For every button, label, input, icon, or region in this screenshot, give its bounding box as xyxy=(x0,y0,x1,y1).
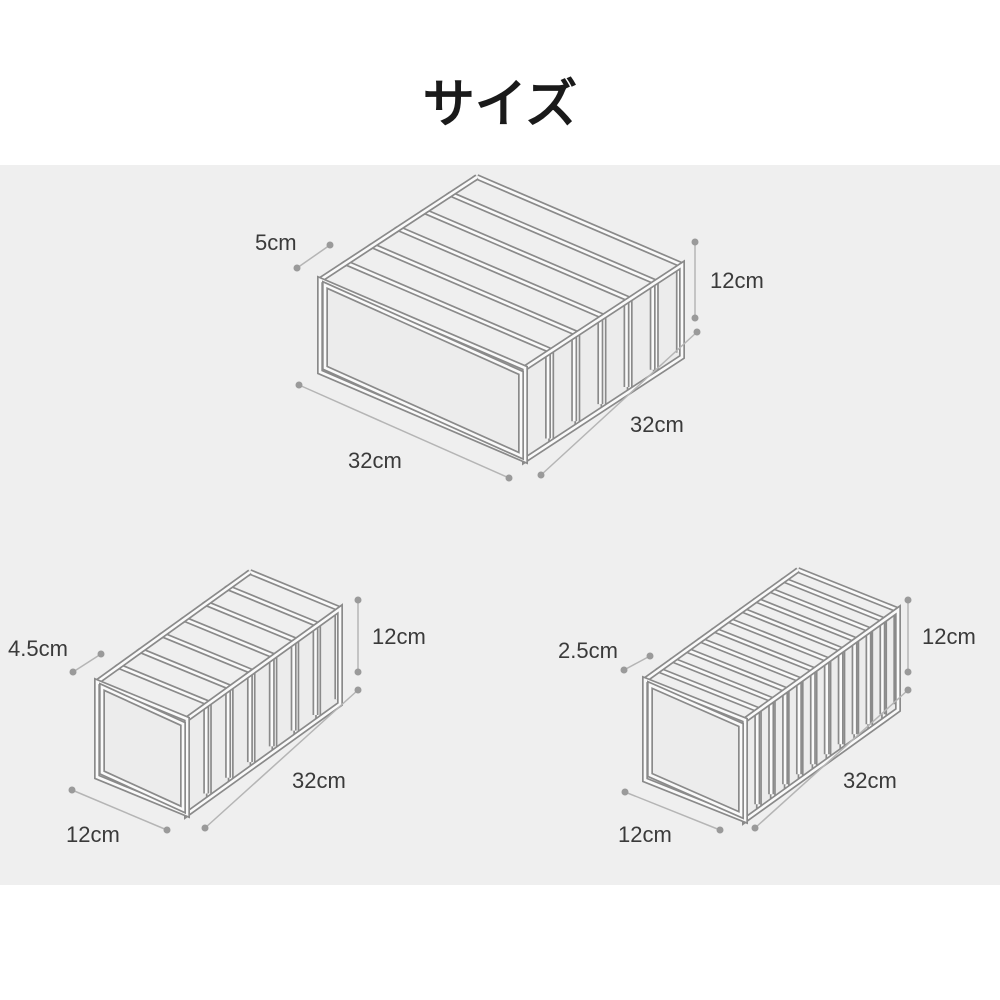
partition-top-edge xyxy=(227,586,319,626)
label-depth-narrow: 32cm xyxy=(843,768,897,793)
dim-width-medium xyxy=(71,789,168,831)
label-width-medium: 12cm xyxy=(66,822,120,847)
partition-top-edge xyxy=(783,578,885,622)
dim-compartment-medium-endpoint xyxy=(97,650,105,658)
label-compartment-width-medium: 4.5cm xyxy=(8,636,68,661)
partition-top-edge xyxy=(476,175,683,267)
front-outline xyxy=(95,680,189,816)
dim-height-large-endpoint xyxy=(691,314,699,322)
partition-top-edge xyxy=(450,192,657,284)
partition-top-edge xyxy=(741,608,843,652)
dim-compartment-medium xyxy=(72,653,102,673)
dim-depth-medium-endpoint xyxy=(354,686,362,694)
front-outline xyxy=(318,278,527,462)
partition-top-edge xyxy=(397,227,605,318)
dim-compartment-narrow-endpoint xyxy=(646,652,654,660)
partition-top-edge xyxy=(140,649,232,689)
dim-compartment-large xyxy=(296,244,331,269)
dim-depth-large-endpoint xyxy=(693,328,701,336)
dim-depth-large xyxy=(540,331,698,476)
label-depth-large: 32cm xyxy=(630,412,684,437)
partition-top-edge xyxy=(727,618,829,662)
front-inner-outline xyxy=(648,683,743,817)
partition-top-edge xyxy=(672,658,774,702)
dim-depth-medium xyxy=(204,689,359,829)
dim-width-narrow-endpoint xyxy=(621,788,629,796)
dim-depth-medium-endpoint xyxy=(201,824,209,832)
partition-top-edge xyxy=(658,668,760,712)
page-title: サイズ xyxy=(422,75,578,135)
dim-depth-narrow-endpoint xyxy=(904,686,912,694)
dim-width-large-endpoint xyxy=(295,381,303,389)
dim-compartment-narrow xyxy=(623,655,651,671)
dim-height-large-endpoint xyxy=(691,238,699,246)
dim-depth-narrow-endpoint xyxy=(751,824,759,832)
label-height-narrow: 12cm xyxy=(922,624,976,649)
dimension-lines xyxy=(68,238,912,834)
dim-compartment-large-endpoint xyxy=(293,264,301,272)
dim-width-medium-endpoint xyxy=(68,786,76,794)
label-width-large: 32cm xyxy=(348,448,402,473)
partition-top-edge xyxy=(205,602,297,642)
label-compartment-width-narrow: 2.5cm xyxy=(558,638,618,663)
organizer-narrow xyxy=(642,567,901,826)
organizer-large xyxy=(317,174,685,466)
partition-top-edge xyxy=(249,570,341,611)
dim-width-narrow xyxy=(624,791,721,831)
dim-compartment-medium-endpoint xyxy=(69,668,77,676)
partition-top-edge xyxy=(345,261,552,353)
front-outline xyxy=(643,678,747,822)
dim-height-narrow-endpoint xyxy=(904,668,912,676)
dim-depth-large-endpoint xyxy=(537,471,545,479)
partition-top-edge xyxy=(714,628,816,672)
front-inner-outline xyxy=(100,684,185,812)
dim-depth-narrow xyxy=(754,689,909,829)
partition-top-edge xyxy=(424,210,631,301)
dim-compartment-narrow-endpoint xyxy=(620,666,628,674)
left-top-edge xyxy=(319,175,478,282)
dim-width-medium-endpoint xyxy=(163,826,171,834)
dim-height-medium-endpoint xyxy=(354,668,362,676)
front-inner-outline xyxy=(323,282,523,458)
dim-height-medium-endpoint xyxy=(354,596,362,604)
left-top-edge xyxy=(96,570,251,684)
partition-top-edge xyxy=(755,598,857,642)
partition-top-edge xyxy=(797,568,899,612)
label-height-large: 12cm xyxy=(710,268,764,293)
front-face xyxy=(320,280,525,460)
label-depth-medium: 32cm xyxy=(292,768,346,793)
partition-top-edge xyxy=(162,633,254,674)
partition-top-edge xyxy=(769,588,871,632)
dim-width-narrow-endpoint xyxy=(716,826,724,834)
label-width-narrow: 12cm xyxy=(618,822,672,847)
dim-width-large xyxy=(298,384,510,479)
partition-top-edge xyxy=(686,648,788,692)
partition-top-edge xyxy=(118,665,210,705)
partition-top-edge xyxy=(183,617,275,658)
partition-top-edge xyxy=(700,638,802,682)
label-compartment-width-large: 5cm xyxy=(255,230,297,255)
partition-top-edge xyxy=(371,244,578,335)
dim-compartment-large-endpoint xyxy=(326,241,334,249)
dim-height-narrow-endpoint xyxy=(904,596,912,604)
dim-width-large-endpoint xyxy=(505,474,513,482)
label-height-medium: 12cm xyxy=(372,624,426,649)
left-top-edge xyxy=(644,568,799,682)
organizer-medium xyxy=(94,569,343,820)
